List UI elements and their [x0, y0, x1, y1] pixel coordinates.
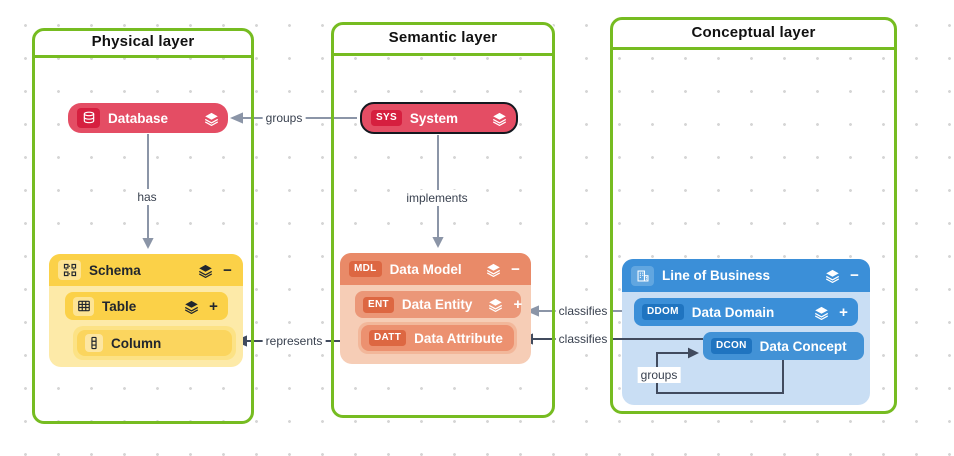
node-system[interactable]: SYS System — [360, 102, 518, 134]
node-data-entity[interactable]: ENT Data Entity + — [355, 291, 523, 318]
node-label: Database — [108, 110, 169, 126]
group-data-model[interactable]: MDL Data Model − ENT Data Entity + DATT … — [340, 253, 531, 364]
expand-button[interactable]: + — [209, 297, 218, 315]
data-model-code-badge: MDL — [349, 261, 382, 277]
attribute-container: DATT Data Attribute — [358, 322, 517, 354]
data-attribute-code-badge: DATT — [369, 330, 407, 346]
data-concept-code-badge: DCON — [711, 338, 752, 354]
edge-label-classifies-domain[interactable]: classifies — [555, 303, 611, 319]
node-label: Data Concept — [759, 338, 847, 354]
node-data-domain[interactable]: DDOM Data Domain + — [634, 298, 858, 326]
edge-label-groups-self[interactable]: groups — [637, 367, 681, 383]
collapse-button[interactable]: − — [850, 267, 859, 284]
edge-label-represents[interactable]: represents — [262, 333, 326, 349]
collapse-button[interactable]: − — [223, 261, 232, 279]
node-label: Data Attribute — [414, 330, 503, 346]
layer-title: Physical layer — [91, 33, 195, 50]
layers-icon — [486, 262, 501, 277]
node-label: Data Domain — [691, 304, 775, 320]
node-data-attribute[interactable]: DATT Data Attribute — [361, 325, 514, 351]
node-column[interactable]: Column — [77, 330, 232, 356]
edge-label-classifies-concept[interactable]: classifies — [555, 331, 611, 347]
expand-button[interactable]: + — [513, 296, 523, 313]
layers-icon — [825, 268, 840, 283]
layer-conceptual-header: Conceptual layer — [610, 17, 897, 50]
node-label: Schema — [89, 262, 141, 278]
column-container: Column — [73, 326, 236, 360]
group-line-of-business-header[interactable]: Line of Business − — [622, 259, 870, 292]
layers-icon — [198, 263, 213, 278]
group-line-of-business[interactable]: Line of Business − DDOM Data Domain + DC… — [622, 259, 870, 405]
node-label: Data Entity — [401, 297, 473, 312]
layer-conceptual[interactable]: Conceptual layer — [610, 17, 897, 414]
column-icon — [85, 334, 103, 352]
layer-title: Conceptual layer — [691, 23, 816, 41]
edge-label-groups[interactable]: groups — [262, 110, 306, 126]
layers-icon — [814, 305, 829, 320]
collapse-button[interactable]: − — [511, 260, 520, 278]
table-icon — [73, 296, 94, 316]
expand-button[interactable]: + — [839, 303, 848, 321]
node-table[interactable]: Table + — [65, 292, 228, 320]
group-schema[interactable]: Schema − Table + Column — [49, 254, 243, 367]
node-label: System — [409, 110, 458, 126]
layer-semantic-header: Semantic layer — [331, 22, 555, 56]
node-data-concept[interactable]: DCON Data Concept — [703, 332, 864, 360]
system-code-badge: SYS — [371, 110, 402, 126]
layers-icon — [184, 299, 199, 314]
edge-label-has[interactable]: has — [134, 189, 160, 205]
layers-icon — [492, 111, 507, 126]
building-icon — [631, 265, 654, 286]
schema-icon — [58, 260, 81, 280]
group-schema-header[interactable]: Schema − — [49, 254, 243, 286]
database-icon — [77, 108, 100, 128]
layer-semantic[interactable]: Semantic layer — [331, 22, 555, 418]
layer-physical[interactable]: Physical layer — [32, 28, 254, 424]
layer-physical-header: Physical layer — [32, 28, 254, 58]
group-data-model-header[interactable]: MDL Data Model − — [340, 253, 531, 285]
data-domain-code-badge: DDOM — [642, 304, 684, 320]
node-label: Column — [111, 335, 162, 351]
layers-icon — [204, 111, 219, 126]
layer-title: Semantic layer — [388, 29, 498, 46]
node-label: Table — [102, 298, 137, 314]
node-label: Line of Business — [662, 268, 771, 283]
node-label: Data Model — [389, 261, 462, 277]
layers-icon — [488, 297, 503, 312]
node-database[interactable]: Database — [68, 103, 228, 133]
data-entity-code-badge: ENT — [363, 296, 394, 313]
edge-label-implements[interactable]: implements — [403, 190, 471, 206]
